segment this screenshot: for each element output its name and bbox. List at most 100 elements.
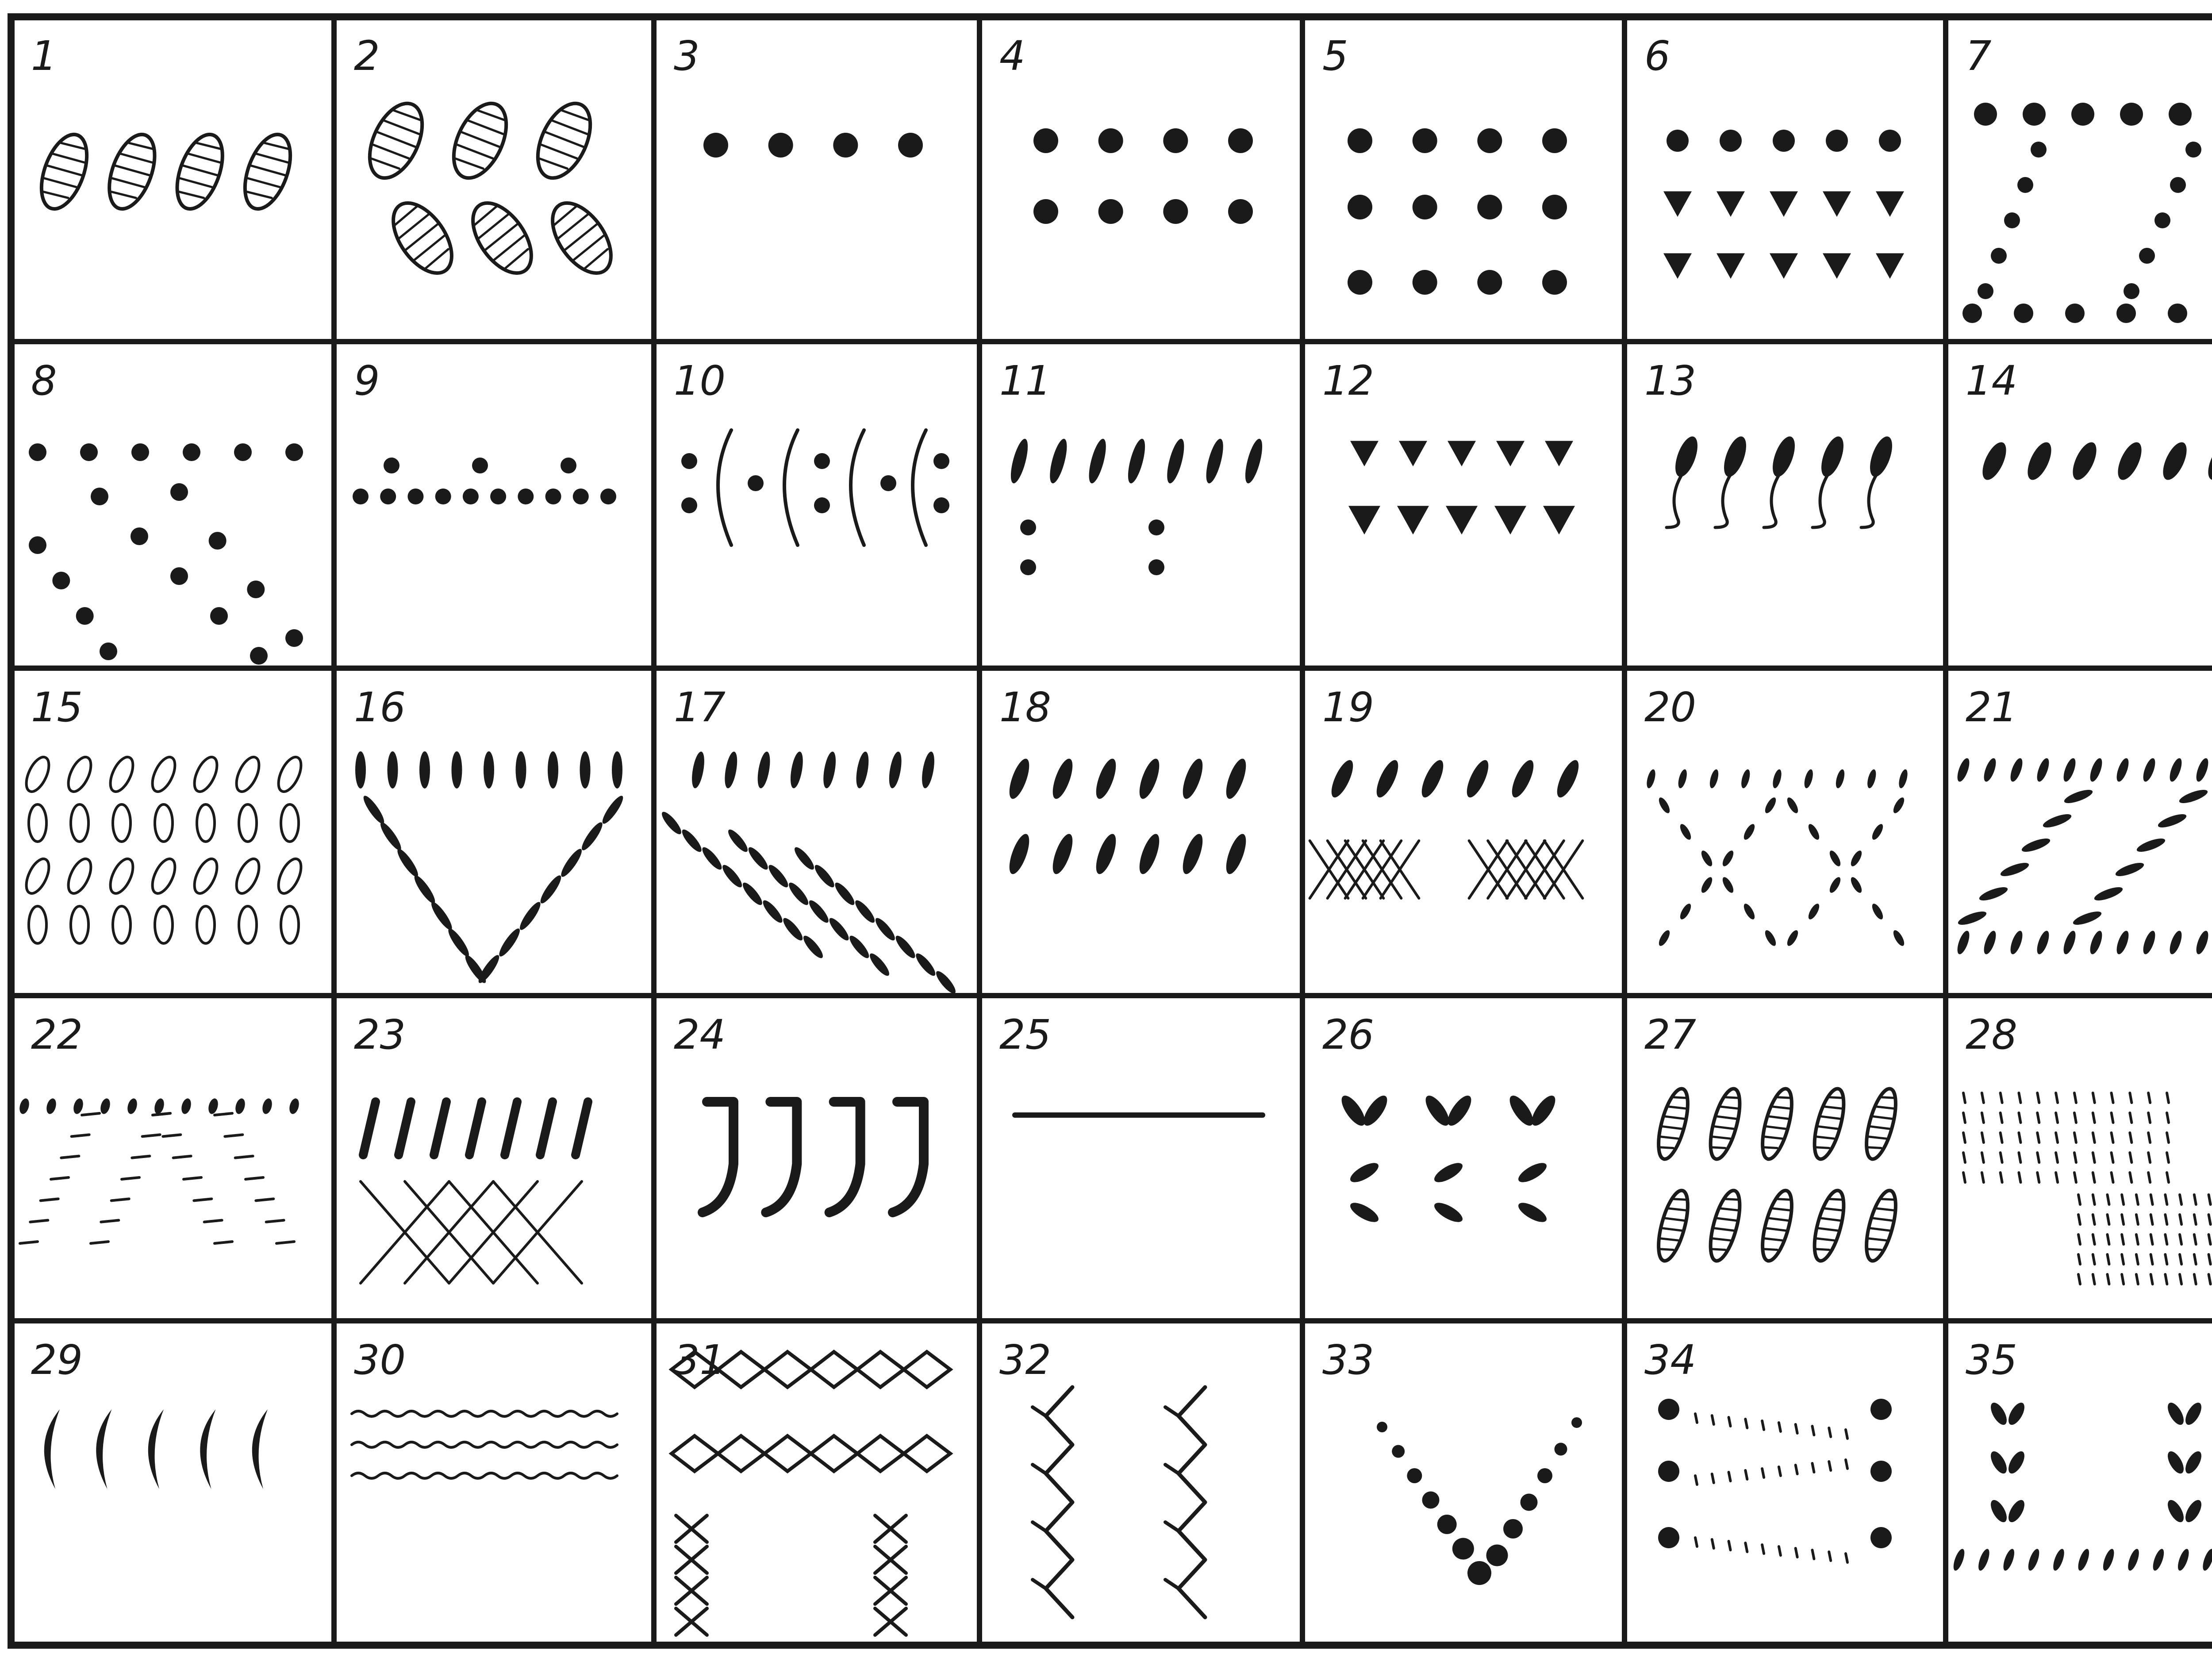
- dot-grid-2x4-motif: [1033, 128, 1253, 224]
- seed-mark: [933, 969, 958, 996]
- oval-mark: [64, 855, 96, 896]
- dotted-diagonals-motif: [29, 443, 303, 665]
- triangle-mark: [1446, 506, 1478, 535]
- tick-mark: [2093, 1133, 2095, 1143]
- dot-mark: [463, 489, 479, 504]
- motif-cell-2: 2: [354, 32, 623, 283]
- arc-mark: [784, 430, 798, 545]
- dot-mark: [1667, 130, 1689, 152]
- dot-mark: [2124, 283, 2139, 299]
- seed-mark: [1049, 756, 1077, 801]
- hatched-oval: [527, 95, 601, 186]
- seed-mark: [388, 751, 398, 789]
- bars-and-lattice-motif: [361, 1102, 588, 1283]
- oval-mark: [155, 906, 173, 943]
- dot-mark: [1407, 1468, 1422, 1483]
- tick-mark: [1729, 1417, 1731, 1426]
- cell-number-label: 4: [999, 32, 1025, 80]
- crescent-mark: [148, 1409, 164, 1489]
- seed-mark: [1771, 769, 1783, 789]
- motif-cell-25: 25: [999, 1011, 1263, 1115]
- comma-tail: [1667, 474, 1682, 527]
- seed-mark: [1866, 769, 1878, 789]
- tick-mark: [2180, 1195, 2181, 1204]
- cell-number-label: 15: [31, 684, 83, 731]
- tick-mark: [2001, 1093, 2002, 1103]
- tick-mark: [1729, 1472, 1731, 1481]
- triangle-mark: [1494, 506, 1526, 535]
- dot-mark: [1503, 1519, 1523, 1539]
- seed-mark: [2061, 929, 2078, 955]
- seed-mark: [1678, 823, 1693, 842]
- dot-mark: [1467, 1561, 1491, 1585]
- tick-mark: [1812, 1463, 1814, 1472]
- tick-mark: [2112, 1153, 2113, 1162]
- dot-mark: [2120, 103, 2143, 126]
- seed-mark: [1982, 757, 1998, 783]
- dash-mark: [276, 1242, 294, 1243]
- seed-mark: [2023, 439, 2056, 483]
- bar-mark: [363, 1102, 376, 1155]
- seed-mark: [548, 751, 558, 789]
- seed-mark: [1179, 831, 1207, 876]
- seed-mark: [853, 898, 877, 925]
- seed-mark: [1849, 876, 1864, 895]
- seed-mark: [2088, 757, 2104, 783]
- tick-mark: [2151, 1235, 2153, 1244]
- tick-mark: [2209, 1235, 2211, 1244]
- motif-cell-33: 33: [1322, 1336, 1582, 1585]
- strokes-with-dots-motif: [1007, 437, 1266, 575]
- dot-mark: [1991, 248, 2007, 264]
- hatched-oval: [1705, 1086, 1746, 1162]
- seed-mark: [1740, 769, 1751, 789]
- seed-mark: [1164, 437, 1187, 485]
- oval-mark: [232, 855, 264, 896]
- seed-mark: [2114, 929, 2131, 955]
- dot-mark: [1555, 1443, 1567, 1456]
- seed-mark: [1657, 796, 1672, 815]
- seed-mark: [153, 1097, 166, 1115]
- dot-mark: [573, 489, 589, 504]
- oval-mark: [113, 804, 131, 842]
- tick-mark: [1812, 1426, 1814, 1435]
- seed-mark: [484, 751, 494, 789]
- tick-blocks-motif: [1963, 1093, 2212, 1284]
- motif-cell-23: 23: [354, 1011, 588, 1283]
- dot-mark: [380, 489, 396, 504]
- seed-mark: [45, 1097, 58, 1115]
- tick-mark: [1779, 1423, 1781, 1431]
- motif-cell-4: 4: [999, 32, 1253, 224]
- cell-number-label: 12: [1322, 357, 1374, 404]
- tick-mark: [2148, 1113, 2150, 1123]
- seed-mark: [726, 827, 750, 854]
- seed-mark: [1951, 1547, 1967, 1572]
- dot-mark: [833, 133, 858, 158]
- oval-mark: [106, 754, 138, 795]
- seed-mark: [801, 933, 826, 961]
- seed-mark: [1806, 902, 1821, 921]
- tick-mark: [2093, 1195, 2095, 1204]
- tick-mark: [2194, 1254, 2196, 1264]
- dot-mark: [1437, 1515, 1457, 1534]
- dash-mark: [91, 1242, 108, 1243]
- tick-mark: [2167, 1113, 2169, 1123]
- tick-mark: [2112, 1113, 2113, 1123]
- dot-mark: [1978, 283, 1993, 299]
- seed-mark: [612, 751, 622, 789]
- motif-cell-28: 28: [1963, 1011, 2212, 1284]
- seed-mark: [2114, 757, 2131, 783]
- dot-mark: [353, 489, 369, 504]
- tick-mark: [2074, 1173, 2076, 1182]
- tick-mark: [2093, 1215, 2095, 1224]
- dash-mark: [266, 1220, 284, 1222]
- tick-mark: [2037, 1113, 2039, 1123]
- dot-mark: [1348, 270, 1372, 295]
- tick-mark: [2151, 1274, 2153, 1284]
- tick-mark: [2130, 1173, 2131, 1182]
- tick-mark: [2167, 1133, 2169, 1143]
- seed-mark: [720, 862, 745, 890]
- seed-mark: [722, 751, 739, 789]
- tick-mark: [1846, 1430, 1847, 1439]
- oval-mark: [113, 906, 131, 943]
- tick-mark: [2148, 1153, 2150, 1162]
